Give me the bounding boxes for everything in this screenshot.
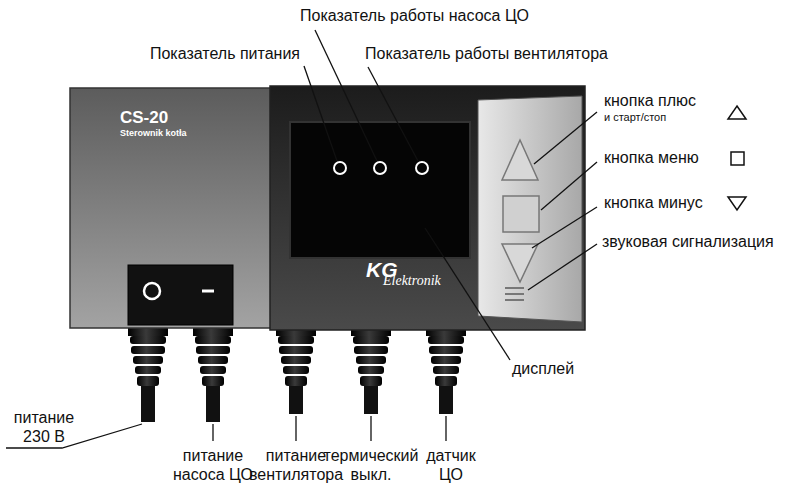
button-label: кнопка плюс <box>604 91 724 110</box>
button-sublabel: и старт/стоп <box>604 111 724 124</box>
model-subtitle: Sterownik kotła <box>120 128 260 139</box>
model-name: CS-20 <box>120 108 260 127</box>
button-label: кнопка меню <box>604 148 726 167</box>
indicator-label: Показатель питания <box>100 44 300 63</box>
button-symbols <box>728 106 746 210</box>
cable-label: термический выкл. <box>321 446 421 484</box>
cable-label: питание 230 В <box>4 408 84 446</box>
controller-housing <box>70 86 585 330</box>
leader-lines <box>6 30 597 448</box>
indicator-label: Показатель работы насоса ЦО <box>300 6 600 25</box>
indicator-label: Показатель работы вентилятора <box>365 44 665 63</box>
button-label: кнопка минус <box>604 193 726 212</box>
cable-glands <box>128 326 466 422</box>
cable-label: питание насоса ЦО <box>163 446 263 484</box>
display-label: дисплей <box>512 359 602 378</box>
logo-text: Elektronik <box>383 273 473 289</box>
buzzer-label: звуковая сигнализация <box>602 232 806 251</box>
cable-label: датчик ЦО <box>416 446 486 484</box>
